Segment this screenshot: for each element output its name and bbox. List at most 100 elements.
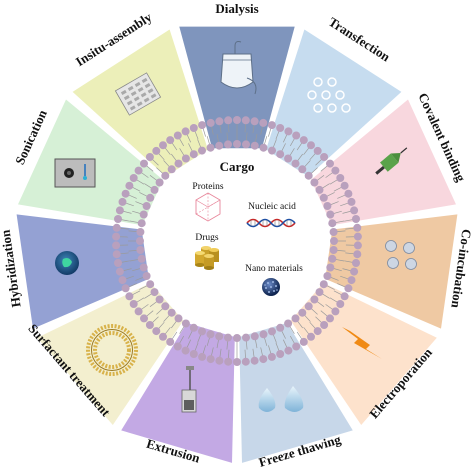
lipid-head — [233, 334, 241, 342]
lipid-head — [146, 280, 155, 289]
lipid-head — [198, 352, 207, 361]
lipid-head — [155, 178, 164, 187]
cargo-title: Cargo — [220, 159, 255, 174]
lipid-head — [121, 284, 130, 293]
lipid-head — [145, 321, 154, 329]
lipid-head — [330, 237, 338, 245]
lipid-head — [136, 246, 145, 254]
lipid-head — [331, 166, 340, 175]
lipid-head — [347, 197, 356, 206]
lipid-head — [215, 332, 224, 341]
lipid-head — [250, 117, 259, 126]
lipid-head — [276, 150, 285, 159]
lipid-head — [328, 254, 337, 263]
droplet-icon — [258, 386, 304, 412]
lipid-head — [167, 308, 176, 317]
transfection-circles-icon — [307, 77, 351, 113]
lipid-head — [198, 327, 206, 336]
lipid-head — [313, 327, 322, 336]
lipid-head — [206, 330, 215, 339]
lipid-head — [326, 159, 334, 168]
lipid-head — [129, 174, 138, 182]
lipid-head — [340, 181, 349, 190]
lipid-head — [241, 357, 250, 366]
lipid-head — [242, 333, 250, 342]
lipid-head — [224, 140, 232, 149]
lipid-head — [259, 355, 268, 364]
lipid-head — [292, 131, 301, 140]
lipid-head — [307, 332, 315, 341]
lipid-head — [291, 314, 300, 323]
assembly-chip-icon — [114, 72, 162, 116]
lipid-head — [215, 356, 224, 365]
lipid-head — [310, 295, 319, 304]
lipid-head — [350, 206, 359, 215]
lipid-bilayer-ring — [112, 116, 362, 366]
lipid-head — [268, 146, 276, 155]
lipid-head — [161, 302, 170, 311]
lipid-head — [250, 356, 259, 365]
lipid-head — [284, 346, 293, 355]
lipid-head — [118, 197, 127, 206]
lipid-head — [134, 307, 143, 316]
lipid-head — [267, 352, 276, 361]
lipid-head — [150, 185, 159, 194]
lipid-head — [352, 259, 360, 267]
lipid-head — [137, 219, 146, 228]
lipid-head — [320, 321, 329, 329]
drug-cylinders-icon — [195, 246, 219, 270]
lipid-head — [344, 284, 353, 293]
method-label-hybridization: Hybridization — [0, 228, 24, 308]
lipid-head — [161, 171, 170, 180]
lipid-head — [139, 210, 148, 219]
cargo-label-drugs: Drugs — [195, 233, 219, 243]
lipid-head — [159, 332, 167, 341]
lipid-head — [174, 314, 183, 323]
lipid-head — [181, 319, 190, 328]
lipid-head — [181, 154, 190, 163]
lipid-head — [353, 241, 362, 250]
lipid-head — [344, 189, 353, 198]
lipid-head — [139, 263, 148, 272]
lipid-head — [233, 140, 241, 148]
lipid-head — [340, 292, 349, 301]
lipid-head — [115, 206, 124, 215]
lipid-head — [142, 202, 151, 210]
lipid-head — [166, 136, 175, 145]
lipid-head — [112, 232, 121, 241]
lipid-head — [215, 117, 224, 126]
sonicator-icon — [54, 158, 96, 188]
lipid-head — [189, 350, 198, 358]
lipid-head — [353, 250, 362, 259]
lipid-head — [326, 263, 335, 272]
lipid-head — [114, 215, 122, 223]
lipid-head — [173, 131, 182, 140]
lipid-head — [267, 121, 276, 130]
lipid-head — [146, 193, 155, 202]
lipid-head — [206, 355, 215, 364]
lipid-head — [136, 228, 145, 236]
lipid-head — [353, 223, 362, 232]
syringe-icon — [375, 147, 408, 175]
lipid-head — [242, 140, 250, 149]
dna-icon — [246, 218, 296, 228]
lipid-head — [152, 327, 161, 336]
lipid-head — [224, 116, 233, 125]
lipid-head — [320, 153, 329, 161]
lipid-head — [174, 159, 183, 168]
lipid-head — [259, 143, 268, 152]
lipid-head — [276, 124, 285, 132]
cargo-label-nano-materials: Nano materials — [245, 264, 303, 274]
lipid-head — [250, 141, 259, 150]
lipid-head — [336, 300, 345, 308]
lipid-head — [350, 267, 359, 276]
lipid-head — [250, 332, 259, 341]
lipid-head — [329, 228, 338, 236]
lipid-head — [150, 288, 159, 297]
lipid-head — [198, 146, 206, 155]
lipid-head — [189, 323, 198, 332]
lipid-head — [315, 185, 324, 194]
lipid-head — [313, 146, 322, 155]
method-icons — [54, 41, 417, 413]
